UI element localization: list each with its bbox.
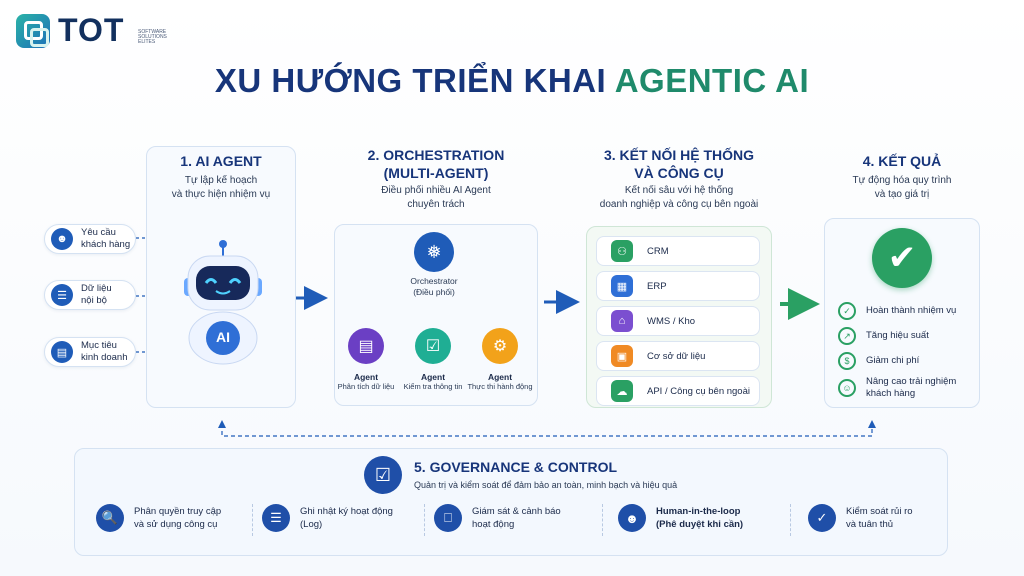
checklist-icon: ☑ [415, 328, 451, 364]
page-title: XU HƯỚNG TRIỂN KHAI AGENTIC AI [0, 62, 1024, 100]
brain-icon: ❅ [414, 232, 454, 272]
brand-tagline: SOFTWARE SOLUTIONS ELITES [138, 29, 167, 45]
title-part1: XU HƯỚNG TRIỂN KHAI [214, 62, 607, 99]
human-icon: ☻ [618, 504, 646, 532]
success-check-icon: ✔ [872, 228, 932, 288]
agent-execution: ⚙ Agent Thực thi hành động [466, 328, 534, 391]
logo-icon [16, 14, 50, 48]
gov-human-in-loop: ☻ Human-in-the-loop(Phê duyệt khi cần) [618, 504, 778, 532]
cost-icon: $ [838, 352, 856, 370]
orchestrator-label: Orchestrator (Điều phối) [410, 276, 458, 297]
log-icon: ☰ [262, 504, 290, 532]
governance-loop [221, 424, 873, 437]
shield-icon: ☑ [364, 456, 402, 494]
analytics-icon: ▤ [348, 328, 384, 364]
section4-subtitle: Tự động hóa quy trình và tạo giá trị [852, 175, 952, 200]
divider [252, 504, 253, 536]
chart-icon: ▤ [51, 341, 73, 363]
growth-icon: ↗ [838, 327, 856, 345]
monitor-icon: ⎕ [434, 504, 462, 532]
system-erp: ▦ ERP [596, 271, 760, 301]
result-complete: ✓ Hoàn thành nhiệm vụ [838, 302, 978, 320]
gov-log: ☰ Ghi nhật ký hoạt động(Log) [262, 504, 422, 532]
people-icon: ⚇ [611, 240, 633, 262]
title-part2: AGENTIC AI [614, 62, 810, 99]
check-icon: ✓ [838, 302, 856, 320]
section-governance [74, 448, 948, 556]
result-cost: $ Giảm chi phí [838, 352, 978, 370]
warehouse-icon: ⌂ [611, 310, 633, 332]
robot-badge: AI [216, 329, 230, 345]
cloud-icon: ☁ [611, 380, 633, 402]
building-icon: ▦ [611, 275, 633, 297]
document-icon: ☰ [51, 284, 73, 306]
section2-subtitle: Điều phối nhiều AI Agent chuyên trách [381, 185, 491, 210]
section5-subtitle: Quản trị và kiểm soát để đảm bảo an toàn… [414, 480, 678, 490]
agent-analytics: ▤ Agent Phân tích dữ liệu [332, 328, 400, 391]
gear-icon: ⚙ [482, 328, 518, 364]
system-crm: ⚇ CRM [596, 236, 760, 266]
risk-icon: ✓ [808, 504, 836, 532]
divider [602, 504, 603, 536]
access-icon: 🔍 [96, 504, 124, 532]
agent-verification: ☑ Agent Kiểm tra thông tin [399, 328, 467, 391]
divider [790, 504, 791, 536]
system-database: ▣ Cơ sở dữ liệu [596, 341, 760, 371]
person-icon: ☻ [51, 228, 73, 250]
section3-subtitle: Kết nối sâu với hệ thống doanh nghiệp và… [599, 185, 759, 210]
brand-name: TOT [58, 12, 125, 48]
system-wms: ⌂ WMS / Kho [596, 306, 760, 336]
smile-icon: ☺ [838, 379, 856, 397]
database-icon: ▣ [611, 345, 633, 367]
section2-heading: 2. ORCHESTRATION (MULTI-AGENT) [367, 147, 505, 181]
section3-heading: 3. KẾT NỐI HỆ THỐNG VÀ CÔNG CỤ [603, 147, 755, 181]
section1-heading: 1. AI AGENT [180, 153, 262, 169]
divider [424, 504, 425, 536]
robot-icon [184, 240, 262, 365]
section4-heading: 4. KẾT QUẢ [862, 153, 942, 169]
section1-subtitle: Tự lập kế hoạch và thực hiện nhiệm vụ [171, 175, 271, 200]
result-efficiency: ↗ Tăng hiệu suất [838, 327, 978, 345]
section5-heading: 5. GOVERNANCE & CONTROL [414, 459, 618, 475]
system-api: ☁ API / Công cụ bên ngoài [596, 376, 760, 406]
